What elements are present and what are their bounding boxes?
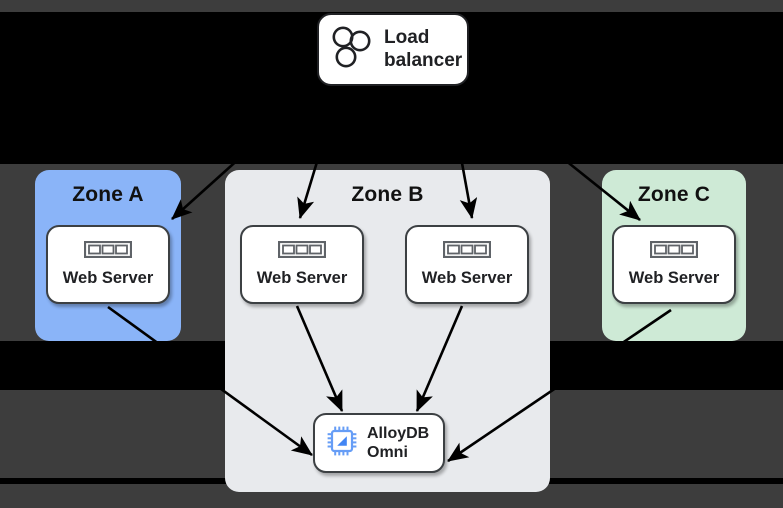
web-server-node-c[interactable]: Web Server	[612, 225, 736, 304]
three-circles-icon	[331, 25, 373, 74]
web-server-a-label: Web Server	[62, 269, 154, 288]
server-rack-icon	[277, 240, 327, 263]
background-band-upper	[0, 0, 783, 12]
load-balancer-node[interactable]: Load balancer	[317, 13, 469, 86]
web-server-b1-label: Web Server	[256, 269, 348, 288]
load-balancer-label: Load balancer	[384, 27, 462, 72]
load-balancer-label-line2: balancer	[384, 49, 463, 71]
server-rack-icon	[442, 240, 492, 263]
web-server-c-label: Web Server	[628, 269, 720, 288]
web-server-node-b2[interactable]: Web Server	[405, 225, 529, 304]
alloydb-omni-node[interactable]: AlloyDB Omni	[313, 413, 445, 473]
web-server-b2-label: Web Server	[421, 269, 513, 288]
alloydb-omni-label: AlloyDB Omni	[367, 424, 429, 462]
web-server-node-a[interactable]: Web Server	[46, 225, 170, 304]
zone-c-title: Zone C	[637, 183, 711, 206]
cpu-chip-icon	[327, 426, 357, 461]
zone-b-title: Zone B	[351, 183, 424, 206]
web-server-node-b1[interactable]: Web Server	[240, 225, 364, 304]
load-balancer-label-line1: Load	[384, 27, 430, 49]
zone-a-title: Zone A	[72, 183, 144, 206]
alloydb-omni-label-line2: Omni	[367, 444, 408, 461]
server-rack-icon	[649, 240, 699, 263]
alloydb-omni-label-line1: AlloyDB	[367, 424, 430, 442]
server-rack-icon	[83, 240, 133, 263]
